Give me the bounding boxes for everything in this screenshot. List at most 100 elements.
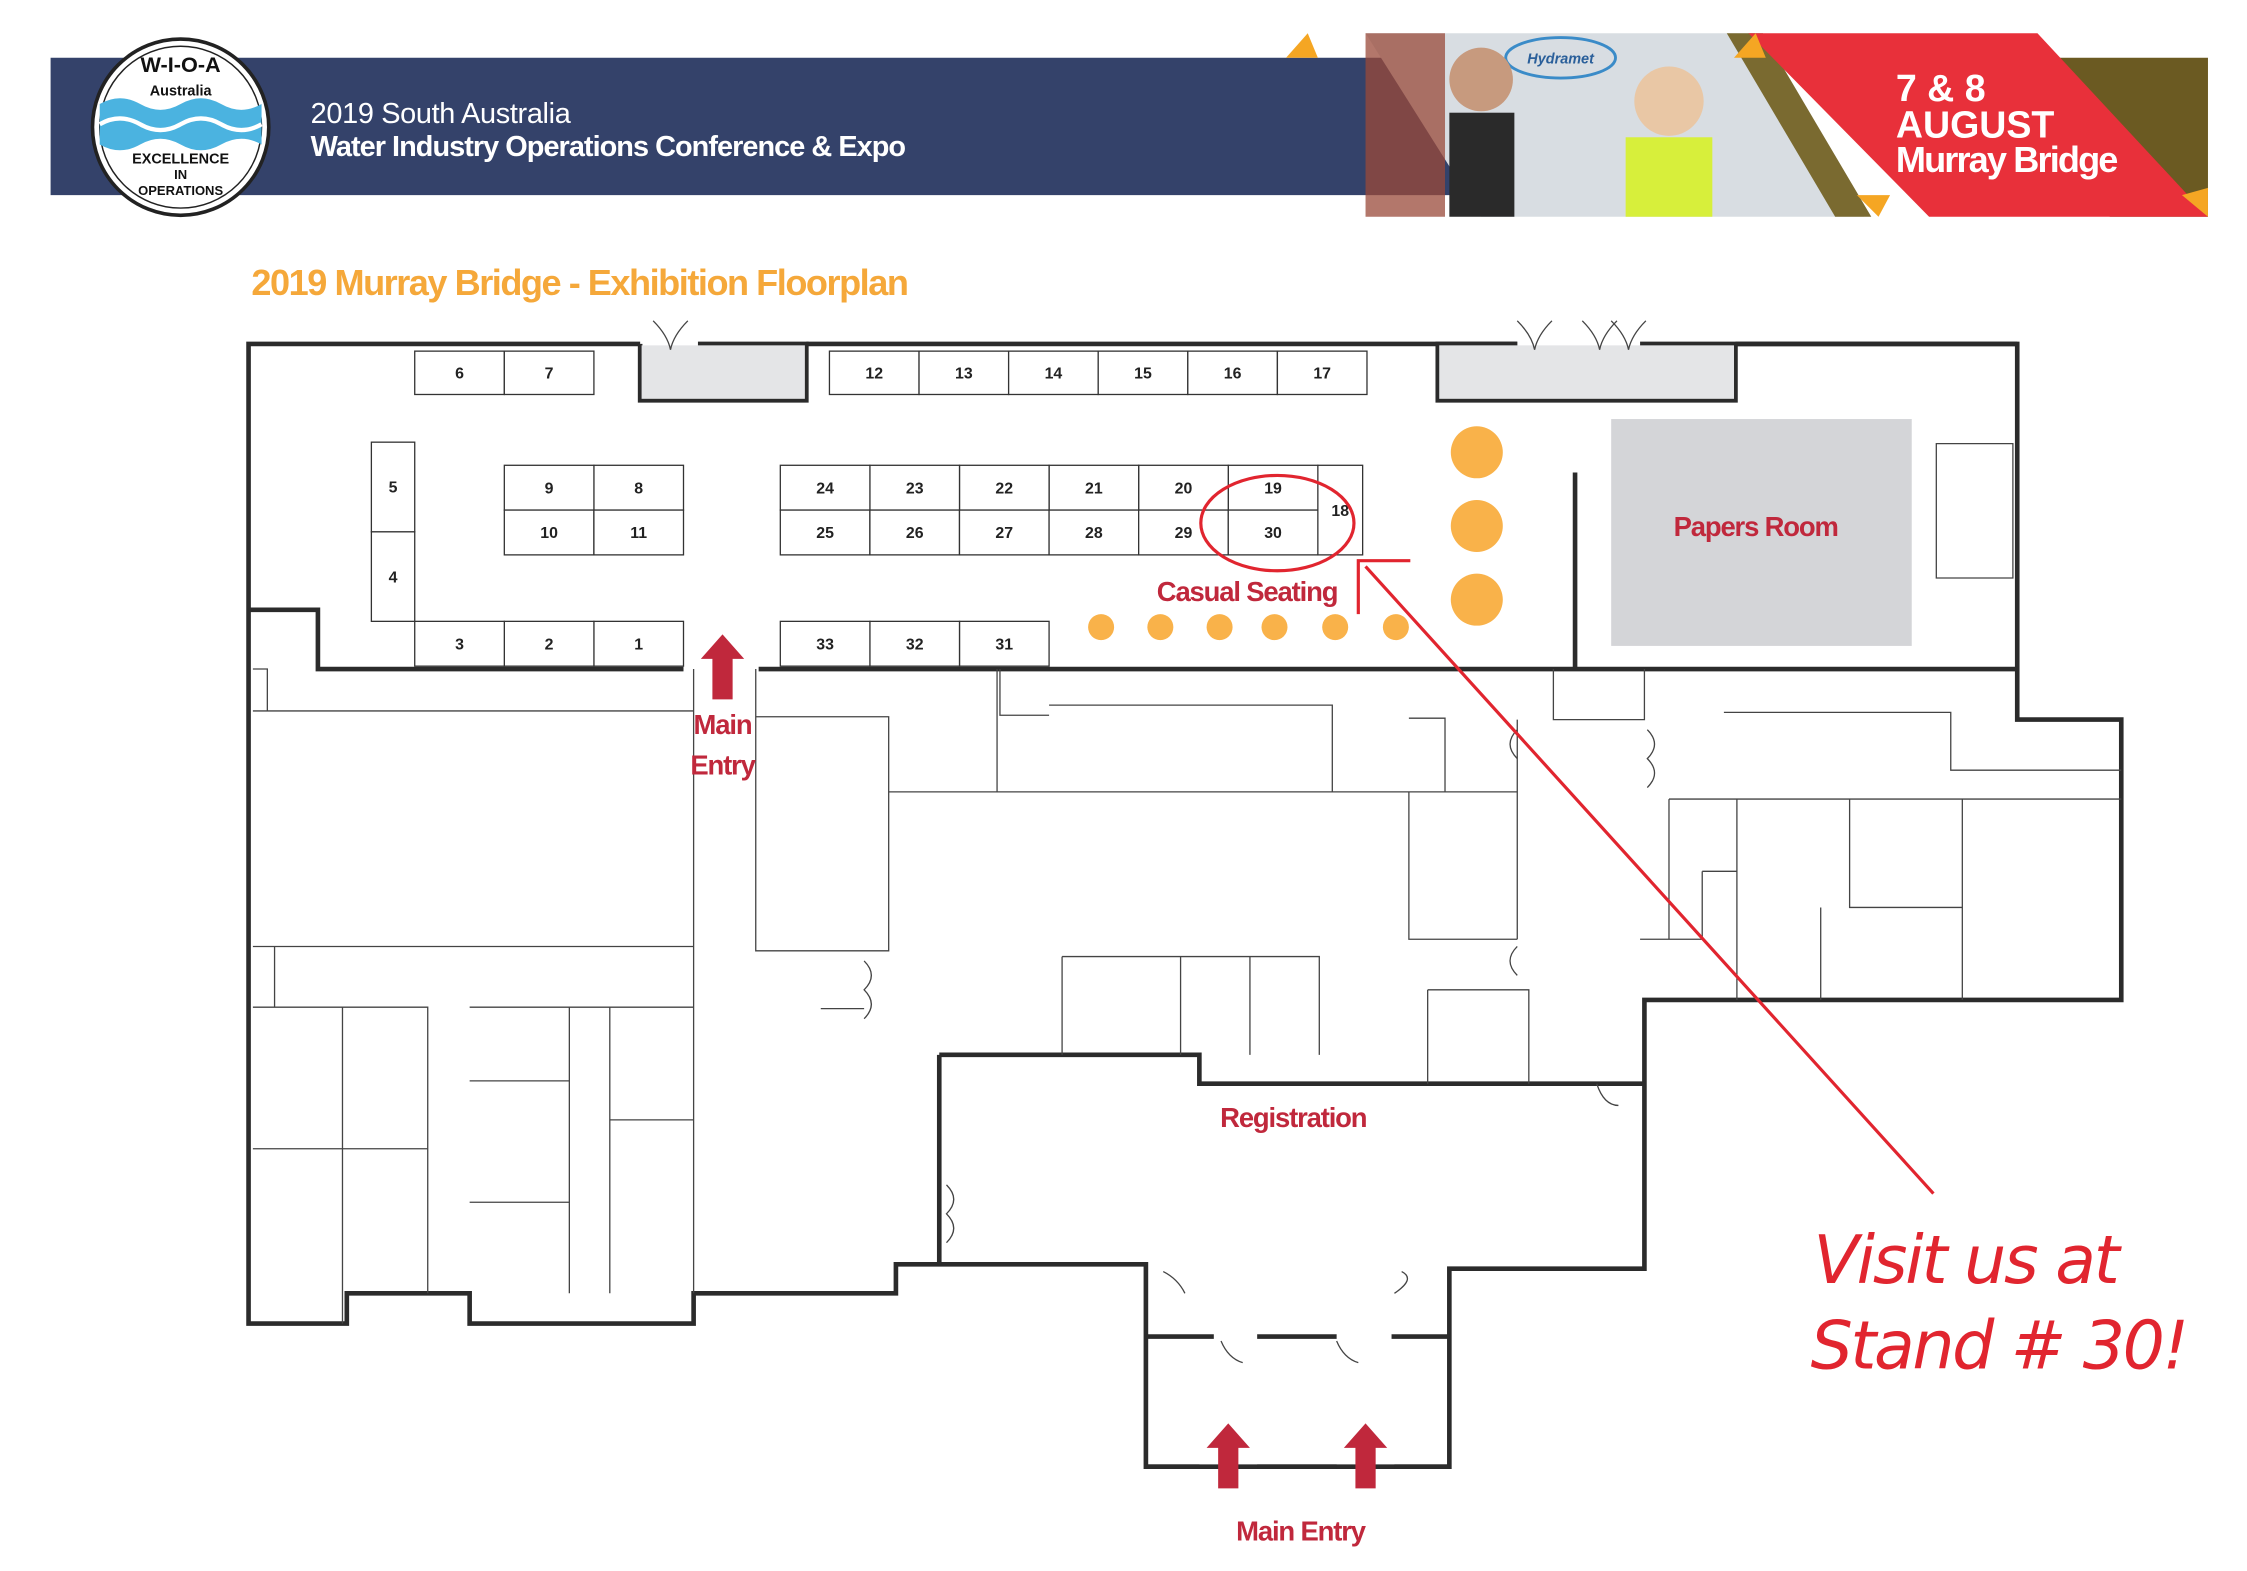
booth-number: 26 xyxy=(906,525,924,542)
booth-number: 32 xyxy=(906,637,924,654)
booth-outline xyxy=(958,509,1050,556)
booth-outline xyxy=(1097,350,1189,396)
entry-arrows xyxy=(700,634,1388,1489)
booth-number: 8 xyxy=(634,480,643,497)
booth-outline xyxy=(503,509,595,556)
logo-motto-1: EXCELLENCE xyxy=(132,151,229,167)
date-month: AUGUST xyxy=(1896,103,2055,145)
booth-5: 5 xyxy=(370,441,416,533)
header-title: Water Industry Operations Conference & E… xyxy=(311,131,906,163)
booth-15: 15 xyxy=(1097,350,1189,396)
papers-room-label: Papers Room xyxy=(1674,511,1838,542)
booth-outline xyxy=(414,620,505,667)
booth-outline xyxy=(1048,464,1140,511)
booth-17: 17 xyxy=(1276,350,1368,396)
booth-2: 2 xyxy=(503,620,595,667)
stand-30-callout: Visit us at Stand # 30! xyxy=(1199,473,2190,1384)
booth-number: 29 xyxy=(1175,525,1193,542)
booth-12: 12 xyxy=(828,350,920,396)
booth-number: 4 xyxy=(389,569,398,586)
booth-outline xyxy=(869,620,961,667)
person-2-head xyxy=(1634,66,1704,136)
booth-11: 11 xyxy=(593,509,685,556)
callout-line-2: Stand # 30! xyxy=(1811,1306,2190,1384)
booth-outline xyxy=(593,509,685,556)
main-entry-side-label-1: Main xyxy=(694,709,752,740)
person-1-head xyxy=(1449,47,1513,112)
booth-4: 4 xyxy=(370,531,416,622)
booth-outline xyxy=(370,441,416,533)
booth-number: 13 xyxy=(955,366,973,383)
date-days: 7 & 8 xyxy=(1896,67,1986,109)
booth-outline xyxy=(828,350,920,396)
booth-9: 9 xyxy=(503,464,595,511)
main-entry-bottom-label: Main Entry xyxy=(1236,1515,1367,1546)
photo-banner-text: Hydramet xyxy=(1527,52,1595,68)
booth-number: 3 xyxy=(455,637,464,654)
booth-outline xyxy=(1187,350,1279,396)
booth-outline xyxy=(503,350,595,396)
door-swings xyxy=(820,729,1656,1244)
hydramet-logo xyxy=(1504,36,1617,80)
booth-8: 8 xyxy=(593,464,685,511)
arrow-up-icon xyxy=(700,634,745,700)
booth-number: 9 xyxy=(545,480,554,497)
header-subtitle: 2019 South Australia xyxy=(311,98,572,130)
gray-service-area xyxy=(641,345,805,399)
booth-outline xyxy=(1276,350,1368,396)
seating-table xyxy=(1450,499,1503,552)
booth-33: 33 xyxy=(779,620,871,667)
callout-line-1: Visit us at xyxy=(1813,1221,2122,1299)
person-2-vest xyxy=(1625,137,1713,217)
seating-chair xyxy=(1088,614,1115,641)
booth-outline xyxy=(1317,464,1364,556)
arrow-up-icon xyxy=(1343,1423,1388,1489)
booth-number: 11 xyxy=(630,525,647,542)
gold-stripe xyxy=(1726,33,1872,217)
seating-chair xyxy=(1382,614,1409,641)
seating-table xyxy=(1450,573,1503,626)
logo-name: W-I-O-A xyxy=(141,52,222,77)
booth-14: 14 xyxy=(1007,350,1099,396)
booth-28: 28 xyxy=(1048,509,1140,556)
booth-number: 30 xyxy=(1264,525,1282,542)
booth-outline xyxy=(1048,509,1140,556)
booth-27: 27 xyxy=(958,509,1050,556)
booth-number: 27 xyxy=(995,525,1013,542)
person-1-body xyxy=(1449,112,1515,217)
photo-brick-wall xyxy=(1365,33,1446,217)
booth-29: 29 xyxy=(1138,509,1229,556)
papers-room xyxy=(1611,419,1912,646)
booth-outline xyxy=(593,620,685,667)
booth-outline xyxy=(1227,509,1319,556)
wioa-logo: W-I-O-A Australia EXCELLENCE IN OPERATIO… xyxy=(90,37,271,218)
navy-band xyxy=(50,57,1489,196)
booth-number: 6 xyxy=(455,366,464,383)
booth-number: 33 xyxy=(816,637,834,654)
logo-motto-3: OPERATIONS xyxy=(138,183,223,198)
main-entry-side-label-2: Entry xyxy=(690,750,756,781)
booth-outline xyxy=(918,350,1010,396)
seating-chair xyxy=(1322,614,1349,641)
booth-7: 7 xyxy=(503,350,595,396)
stand-30-highlight-circle xyxy=(1199,473,1356,573)
booth-19: 19 xyxy=(1227,464,1319,511)
booth-number: 12 xyxy=(865,366,883,383)
interior-walls xyxy=(252,442,2122,1324)
booth-number: 17 xyxy=(1313,366,1331,383)
casual-seating-label: Casual Seating xyxy=(1157,576,1338,607)
booth-number: 24 xyxy=(816,480,834,497)
booth-outline xyxy=(503,464,595,511)
seating-chair xyxy=(1147,614,1174,641)
date-location: Murray Bridge xyxy=(1896,139,2119,180)
booth-6: 6 xyxy=(414,350,505,396)
orange-triangle xyxy=(1856,195,1891,217)
logo-country: Australia xyxy=(150,83,213,99)
orange-triangle xyxy=(1734,33,1766,58)
casual-seating-area xyxy=(1088,426,1503,641)
booth-number: 20 xyxy=(1175,480,1193,497)
seating-chair xyxy=(1206,614,1233,641)
logo-motto-2: IN xyxy=(174,167,187,182)
